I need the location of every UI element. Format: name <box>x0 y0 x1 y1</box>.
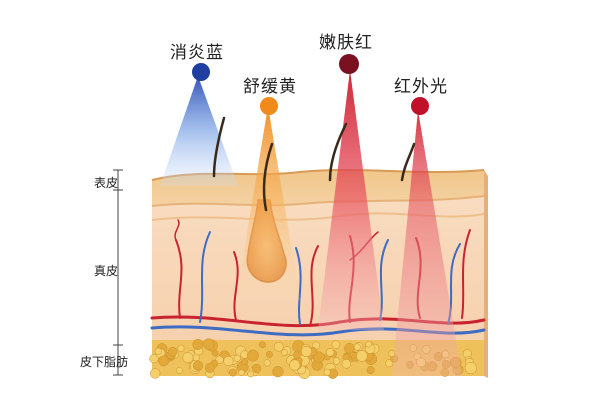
fat-cell <box>205 363 214 372</box>
fat-cell <box>259 342 265 348</box>
fat-cell <box>183 352 194 363</box>
fat-cell <box>465 362 477 374</box>
blue-light-source <box>192 63 210 81</box>
fat-cell <box>212 350 218 356</box>
yellow-light-source <box>260 97 278 115</box>
fat-cell <box>344 343 354 353</box>
fat-cell <box>193 361 203 371</box>
dermis-label: 真皮 <box>94 262 118 279</box>
fat-cell <box>324 369 331 376</box>
fat-cell <box>239 370 245 376</box>
fat-cell <box>366 341 372 347</box>
fat-cell <box>193 339 203 349</box>
fat-cell <box>326 348 334 356</box>
fat-cell <box>234 355 241 362</box>
infrared-light-label: 红外光 <box>394 72 448 97</box>
fat-cell <box>177 345 184 352</box>
fat-cell <box>229 369 236 376</box>
fat-cell <box>332 341 340 349</box>
yellow-light-label: 舒缓黄 <box>243 72 297 97</box>
fat-cell <box>159 356 169 366</box>
fat-cell <box>354 344 361 351</box>
fat-cell <box>176 367 182 373</box>
fat-cell <box>252 364 261 373</box>
fat-cell <box>150 369 160 379</box>
fat-cell <box>203 339 214 350</box>
fat-cell <box>168 347 177 356</box>
fat-cell <box>342 359 351 368</box>
fat-cell <box>274 342 283 351</box>
fat-cell <box>389 351 395 357</box>
fat-cell <box>224 356 234 366</box>
epidermis-label: 表皮 <box>94 174 118 191</box>
skin-side-face <box>484 170 488 378</box>
fat-cell <box>356 350 367 361</box>
infrared-light-source <box>411 97 429 115</box>
blue-light-beam <box>160 76 238 186</box>
fat-cell <box>273 366 284 377</box>
fat-cell <box>264 360 271 367</box>
fat-cell <box>266 351 272 357</box>
fat-cell <box>248 371 254 377</box>
subcutaneous-fat-label: 皮下脂肪 <box>80 353 128 370</box>
fat-cell <box>289 360 300 371</box>
blue-light-label: 消炎蓝 <box>170 38 224 63</box>
fat-cell <box>155 348 162 355</box>
red-light-source <box>339 54 359 74</box>
fat-cell <box>281 350 287 356</box>
fat-cell <box>367 366 374 373</box>
fat-cell <box>247 350 258 361</box>
red-light-label: 嫩肤红 <box>319 28 373 53</box>
fat-cell <box>301 346 312 357</box>
fat-cell <box>333 358 340 365</box>
fat-cell <box>241 358 248 365</box>
